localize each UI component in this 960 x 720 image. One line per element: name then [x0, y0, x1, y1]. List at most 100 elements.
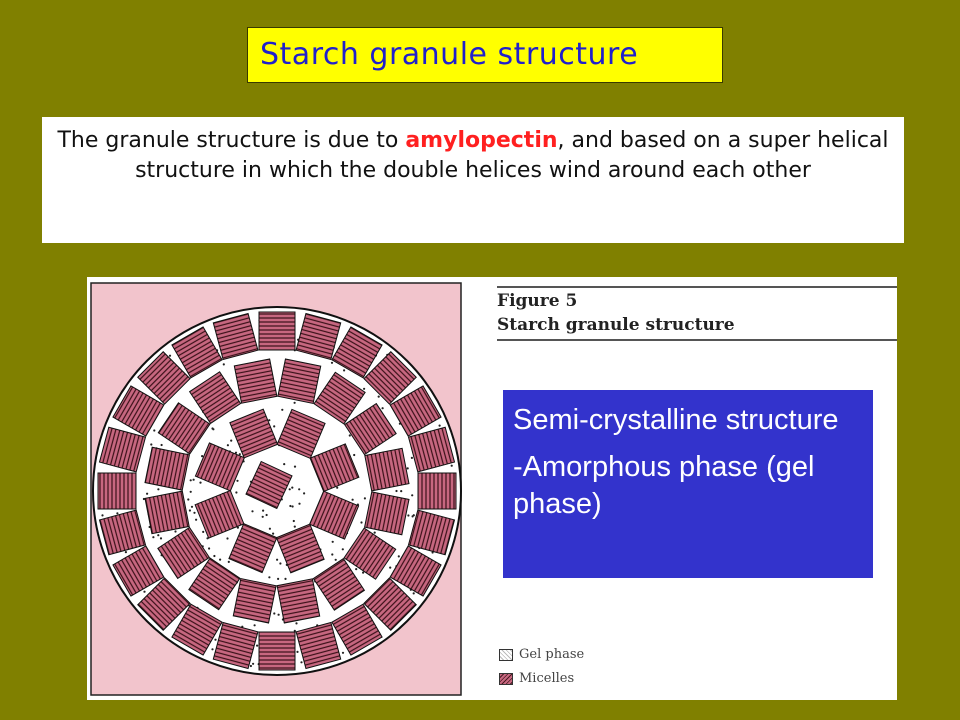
amorphous-dot — [283, 463, 286, 466]
amorphous-dot — [101, 514, 104, 517]
semi-crystalline-box: Semi-crystalline structure -Amorphous ph… — [503, 390, 873, 578]
legend-gel-label: Gel phase — [519, 647, 585, 662]
amorphous-dot — [268, 527, 271, 530]
amorphous-dot — [189, 490, 192, 493]
micelle-block — [171, 326, 223, 379]
micelle-block — [364, 491, 410, 536]
gel-phase-swatch-icon — [499, 648, 513, 661]
micelle-block — [98, 426, 147, 473]
description-box: The granule structure is due to amylopec… — [42, 117, 904, 243]
amorphous-dot — [236, 526, 239, 529]
micelle-block — [144, 490, 190, 535]
micelle-block — [308, 490, 360, 540]
amorphous-dot — [226, 537, 229, 540]
amorphous-dot — [293, 629, 296, 632]
amorphous-dot — [406, 467, 409, 470]
micelle-block — [137, 577, 191, 631]
micelle-block — [188, 371, 242, 425]
micelle-block — [276, 408, 326, 460]
amorphous-dot — [268, 419, 271, 422]
amorphous-dot — [202, 530, 205, 533]
micelle-block — [277, 358, 322, 404]
amorphous-dot — [373, 531, 376, 534]
amorphous-dot — [331, 553, 334, 556]
amorphous-dot — [438, 424, 441, 427]
amorphous-dot — [252, 662, 255, 665]
amorphous-dot — [279, 562, 282, 565]
amorphous-dot — [293, 465, 297, 468]
amorphous-dot — [189, 479, 192, 482]
legend-micelles-label: Micelles — [519, 671, 575, 686]
micelle-block — [258, 311, 296, 351]
amorphous-dot — [211, 648, 214, 651]
amorphous-dot — [142, 497, 145, 501]
micelle-block — [112, 545, 165, 597]
micelle-block — [417, 472, 457, 510]
page-title: Starch granule structure — [260, 37, 639, 72]
amorphous-dot — [234, 451, 238, 454]
amorphous-dot — [330, 361, 334, 364]
micelle-block — [233, 358, 278, 404]
amorphous-dot — [230, 439, 233, 442]
amorphous-dot — [253, 624, 256, 627]
micelles-swatch-icon — [499, 672, 513, 685]
amorphous-dot — [295, 622, 298, 625]
amorphous-dot — [341, 548, 344, 551]
micelle-block — [232, 578, 277, 624]
amorphous-dot — [276, 558, 279, 561]
amorphous-dot — [249, 664, 252, 668]
amorphous-dot — [353, 453, 356, 457]
micelle-block — [364, 447, 410, 492]
micelle-block — [407, 426, 456, 473]
micelle-block — [157, 526, 211, 580]
amorphous-dot — [199, 481, 202, 484]
micelle-block — [97, 472, 137, 510]
amorphous-dot — [272, 532, 275, 535]
amorphous-dot — [235, 491, 238, 494]
micelle-block — [295, 312, 342, 361]
micelle-block — [363, 577, 417, 631]
amorphous-dot — [303, 492, 306, 495]
description-text-end: , and based on a super helical structure… — [135, 128, 889, 183]
amorphous-dot — [395, 489, 398, 493]
amorphous-dot — [251, 510, 254, 513]
amorphous-dot — [226, 444, 229, 447]
micelle-block — [137, 351, 191, 405]
amorphous-dot — [277, 577, 280, 580]
amorphous-dot — [211, 427, 214, 430]
amorphous-dot — [360, 521, 363, 524]
amorphous-dot — [273, 425, 276, 428]
amorphous-dot — [293, 525, 296, 528]
amorphous-dot — [195, 518, 198, 521]
micelle-block — [343, 402, 397, 456]
description-highlight: amylopectin — [405, 128, 558, 153]
micelle-block — [229, 408, 279, 459]
title-box: Starch granule structure — [247, 27, 723, 83]
micelle-block — [194, 489, 245, 539]
micelle-block — [245, 460, 293, 510]
micelle-block — [112, 385, 165, 437]
granule-diagram — [90, 282, 462, 696]
amorphous-dot — [236, 479, 239, 482]
amorphous-dot — [277, 613, 280, 616]
amorphous-dot — [187, 498, 190, 501]
micelle-block — [343, 527, 397, 580]
micelle-block — [309, 443, 360, 493]
amorphous-dot — [201, 455, 204, 458]
micelle-block — [212, 621, 259, 670]
amorphous-dot — [362, 571, 365, 574]
amorphous-dot — [192, 478, 195, 481]
amorphous-dot — [411, 494, 414, 497]
micelle-block — [331, 603, 383, 656]
amorphous-dot — [400, 490, 403, 493]
amorphous-dot — [146, 492, 149, 495]
amorphous-dot — [208, 547, 211, 550]
amorphous-dot — [174, 530, 177, 533]
amorphous-dot — [334, 558, 337, 561]
amorphous-dot — [288, 488, 291, 491]
amorphous-dot — [262, 509, 265, 512]
amorphous-dot — [214, 638, 217, 641]
amorphous-dot — [377, 395, 380, 398]
micelle-block — [188, 557, 241, 611]
micelle-block — [276, 578, 321, 624]
